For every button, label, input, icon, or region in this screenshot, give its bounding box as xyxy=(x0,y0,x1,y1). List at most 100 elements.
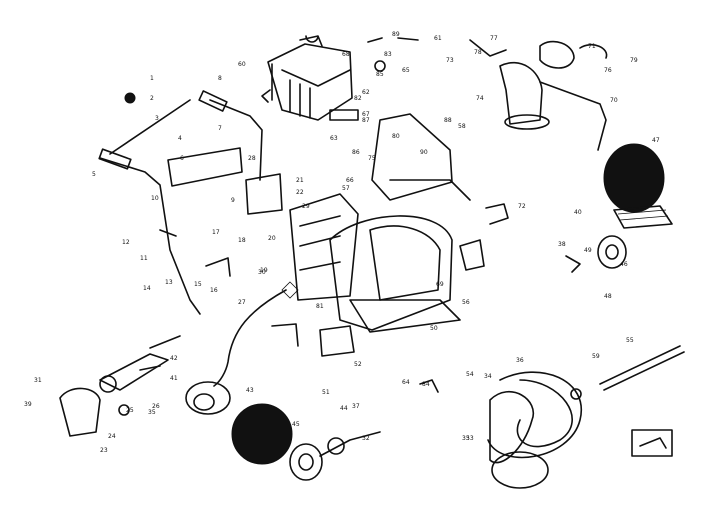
callout-label: 32 xyxy=(362,435,370,442)
callout-label: 41 xyxy=(170,375,178,382)
callout-label: 72 xyxy=(518,203,526,210)
discharge-chute xyxy=(469,39,608,151)
callout-label: 77 xyxy=(490,35,498,42)
callout-label: 60 xyxy=(238,61,246,68)
callout-label: 11 xyxy=(140,255,148,262)
left-wheel xyxy=(231,403,381,481)
parts-bag-icon xyxy=(631,429,673,457)
callout-label: 76 xyxy=(604,67,612,74)
callout-label: 49 xyxy=(584,247,592,254)
callout-label: 74 xyxy=(476,95,484,102)
callout-label: 65 xyxy=(402,67,410,74)
callout-label: 59 xyxy=(592,353,600,360)
callout-label: 33 xyxy=(462,435,470,442)
callout-label: 80 xyxy=(392,133,400,140)
callout-label: 48 xyxy=(604,293,612,300)
callout-label: 73 xyxy=(446,57,454,64)
callout-label: 56 xyxy=(462,299,470,306)
callout-label: 8 xyxy=(218,75,222,82)
callout-label: 55 xyxy=(626,337,634,344)
callout-label: 42 xyxy=(170,355,178,362)
callout-label: 38 xyxy=(558,241,566,248)
callout-label: 88 xyxy=(444,117,452,124)
callout-label: 66 xyxy=(346,177,354,184)
callout-label: 20 xyxy=(268,235,276,242)
callout-label: 9 xyxy=(231,197,235,204)
callout-label: 50 xyxy=(430,325,438,332)
callout-label: 43 xyxy=(246,387,254,394)
callout-label: 62 xyxy=(362,89,370,96)
callout-label: 3 xyxy=(155,115,159,122)
callout-label: 36 xyxy=(516,357,524,364)
callout-label: 25 xyxy=(126,407,134,414)
callout-label: 6 xyxy=(180,155,184,162)
callout-label: 16 xyxy=(210,287,218,294)
callout-label: 21 xyxy=(296,177,304,184)
callout-label: 31 xyxy=(34,377,42,384)
callout-label: 64 xyxy=(402,379,410,386)
callout-label: 87 xyxy=(362,117,370,124)
callout-label: 28 xyxy=(248,155,256,162)
part-labels: 1 2 3 4 5 6 7 8 9 10 11 12 13 14 15 16 1… xyxy=(24,31,660,454)
callout-label: 78 xyxy=(474,49,482,56)
callout-label: 13 xyxy=(165,279,173,286)
callout-label: 89 xyxy=(392,31,400,38)
callout-label: 44 xyxy=(340,405,348,412)
handle-assembly xyxy=(98,90,283,315)
drive-cable xyxy=(185,281,299,415)
callout-label: 30 xyxy=(258,269,266,276)
callout-label: 7 xyxy=(218,125,222,132)
callout-label: 69 xyxy=(436,281,444,288)
callout-label: 58 xyxy=(458,123,466,130)
callout-label: 35 xyxy=(148,409,156,416)
callout-label: 12 xyxy=(122,239,130,246)
callout-label: 84 xyxy=(422,381,430,388)
callout-label: 63 xyxy=(330,135,338,142)
callout-label: 82 xyxy=(354,95,362,102)
callout-label: 54 xyxy=(466,371,474,378)
callout-label: 15 xyxy=(194,281,202,288)
callout-label: 5 xyxy=(92,171,96,178)
callout-label: 86 xyxy=(352,149,360,156)
callout-label: 23 xyxy=(100,447,108,454)
callout-label: 57 xyxy=(342,185,350,192)
callout-label: 81 xyxy=(316,303,324,310)
callout-label: 4 xyxy=(178,135,182,142)
callout-label: 85 xyxy=(376,71,384,78)
callout-label: 71 xyxy=(588,43,596,50)
callout-label: 19 xyxy=(260,267,268,274)
callout-label: 90 xyxy=(420,149,428,156)
callout-label: 10 xyxy=(151,195,159,202)
callout-label: 34 xyxy=(484,373,492,380)
callout-label: 67 xyxy=(362,111,370,118)
auger-housing xyxy=(289,113,471,333)
callout-label: 51 xyxy=(322,389,330,396)
callout-label: 52 xyxy=(354,361,362,368)
callout-label: 2 xyxy=(150,95,154,102)
right-wheel xyxy=(565,143,673,273)
callout-label: 40 xyxy=(574,209,582,216)
callout-label: 83 xyxy=(384,51,392,58)
callout-label: 29 xyxy=(302,203,310,210)
callout-label: 39 xyxy=(24,401,32,408)
callout-label: 45 xyxy=(292,421,300,428)
callout-label: 79 xyxy=(630,57,638,64)
callout-label: 53 xyxy=(466,435,474,442)
callout-label: 14 xyxy=(143,285,151,292)
callout-label: 61 xyxy=(434,35,442,42)
callout-label: 46 xyxy=(620,261,628,268)
callout-label: 1 xyxy=(150,75,154,82)
brackets xyxy=(271,203,509,393)
callout-label: 17 xyxy=(212,229,220,236)
callout-label: 68 xyxy=(342,51,350,58)
callout-label: 75 xyxy=(368,155,376,162)
callout-label: 26 xyxy=(152,403,160,410)
callout-label: 37 xyxy=(352,403,360,410)
callout-label: 24 xyxy=(108,433,116,440)
callout-label: 27 xyxy=(238,299,246,306)
callout-label: 70 xyxy=(610,97,618,104)
auger xyxy=(487,345,685,489)
engine xyxy=(261,35,419,121)
callout-label: 22 xyxy=(296,189,304,196)
